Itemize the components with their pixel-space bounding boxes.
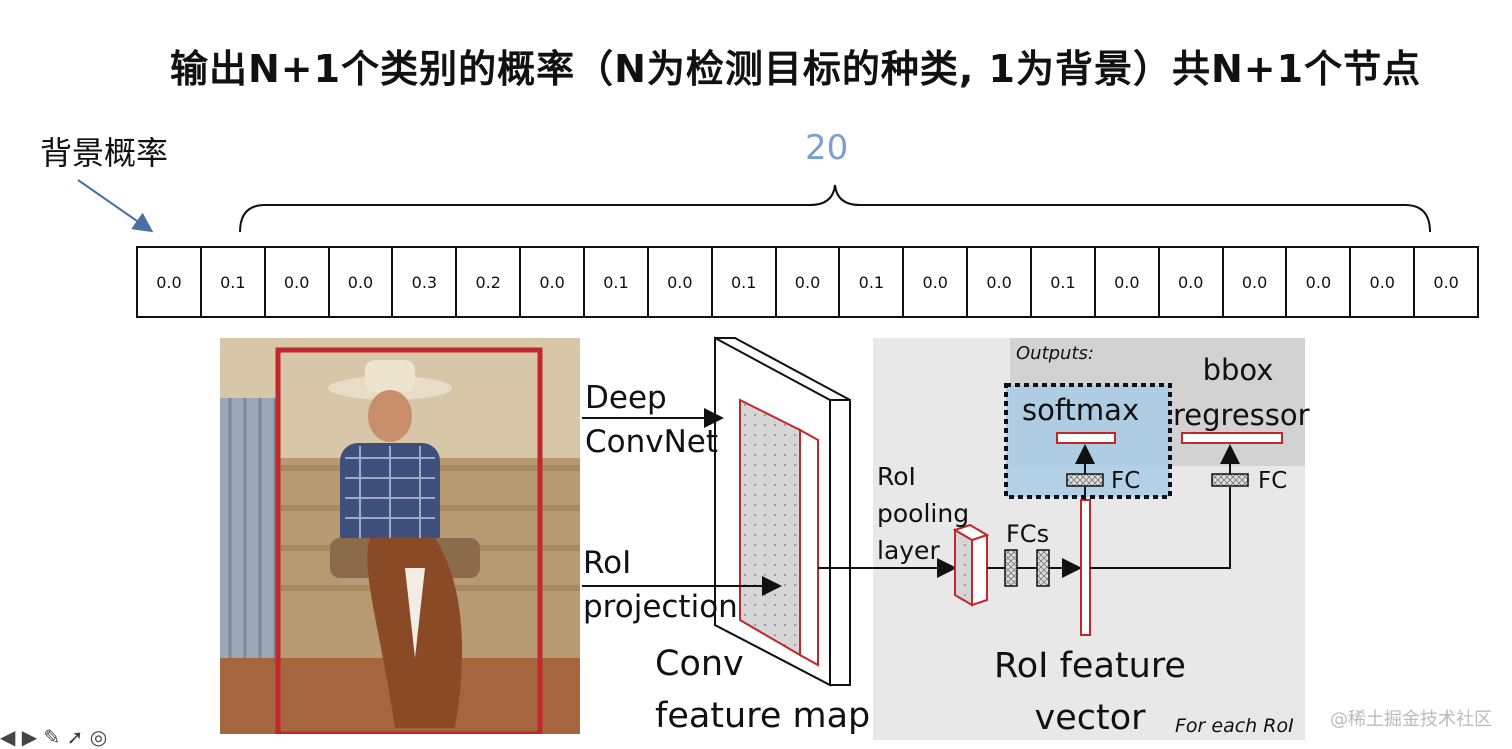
softmax-label: softmax bbox=[1022, 393, 1140, 427]
cowboy-photo bbox=[220, 338, 580, 734]
probability-cell: 0.0 bbox=[968, 248, 1033, 316]
softmax-output-bar bbox=[1056, 432, 1116, 444]
background-probability-label: 背景概率 bbox=[40, 134, 169, 172]
probability-cell: 0.3 bbox=[393, 248, 458, 316]
fc-block-1 bbox=[1004, 549, 1018, 587]
probability-cell: 0.0 bbox=[330, 248, 394, 316]
roi-feature-vector-label: RoI feature vector bbox=[994, 646, 1186, 738]
probability-cell: 0.1 bbox=[585, 248, 649, 316]
pen-icon[interactable]: ✎ bbox=[43, 725, 61, 749]
probability-cell: 0.1 bbox=[202, 248, 266, 316]
probability-cell: 0.0 bbox=[266, 248, 330, 316]
class-count-label: 20 bbox=[805, 128, 849, 168]
roi-pooling-layer-label: RoI pooling layer bbox=[877, 462, 970, 565]
roi-region bbox=[739, 398, 801, 657]
fc-right-label: FC bbox=[1258, 468, 1288, 494]
probability-cell: 0.1 bbox=[840, 248, 905, 316]
record-icon[interactable]: ◎ bbox=[89, 725, 108, 749]
page-title: 输出N+1个类别的概率（N为检测目标的种类, 1为背景）共N+1个节点 bbox=[170, 47, 1422, 91]
class-brace bbox=[239, 184, 1431, 233]
probability-cell: 0.1 bbox=[1032, 248, 1096, 316]
probability-cell: 0.1 bbox=[713, 248, 777, 316]
softmax-fc-block bbox=[1066, 473, 1104, 487]
conv-feature-map-label: Conv feature map bbox=[655, 644, 871, 736]
probability-cell: 0.0 bbox=[1224, 248, 1288, 316]
bbox-regressor-label: bbox regressor bbox=[1173, 353, 1310, 432]
watermark: @稀土掘金技术社区 bbox=[1330, 709, 1492, 730]
for-each-roi-label: For each RoI bbox=[1175, 715, 1294, 737]
bbox-fc-block bbox=[1211, 473, 1249, 487]
probability-cell: 0.0 bbox=[777, 248, 841, 316]
fc-block-2 bbox=[1036, 549, 1050, 587]
bbox-branch-line bbox=[1090, 487, 1231, 569]
probability-cell: 0.0 bbox=[1160, 248, 1224, 316]
background-pointer-arrow bbox=[77, 179, 154, 233]
probability-cell: 0.0 bbox=[904, 248, 969, 316]
presentation-controls[interactable]: ◀ ▶ ✎ ➚ ◎ bbox=[0, 725, 107, 749]
deep-convnet-label: Deep ConvNet bbox=[585, 380, 719, 460]
prev-slide-icon[interactable]: ◀ bbox=[0, 725, 16, 749]
probability-cell: 0.0 bbox=[1351, 248, 1416, 316]
annotation-arrows bbox=[77, 179, 1431, 233]
roi-feature-vector-bar bbox=[1080, 499, 1091, 636]
probability-cell: 0.0 bbox=[1287, 248, 1352, 316]
probability-cell: 0.0 bbox=[521, 248, 586, 316]
pointer-icon[interactable]: ➚ bbox=[66, 725, 84, 749]
probability-cell: 0.0 bbox=[649, 248, 713, 316]
conv-feature-map-slab bbox=[714, 337, 851, 686]
fc-left-label: FC bbox=[1111, 468, 1141, 494]
fcs-label: FCs bbox=[1006, 520, 1050, 548]
next-slide-icon[interactable]: ▶ bbox=[21, 725, 38, 749]
probability-cell: 0.0 bbox=[1433, 272, 1459, 292]
probability-cell: 0.2 bbox=[457, 248, 522, 316]
roi-projection-label: RoI projection bbox=[583, 545, 738, 625]
probability-cell: 0.0 bbox=[1096, 248, 1160, 316]
probability-cell: 0.0 bbox=[138, 248, 202, 316]
outputs-label: Outputs: bbox=[1016, 343, 1094, 364]
